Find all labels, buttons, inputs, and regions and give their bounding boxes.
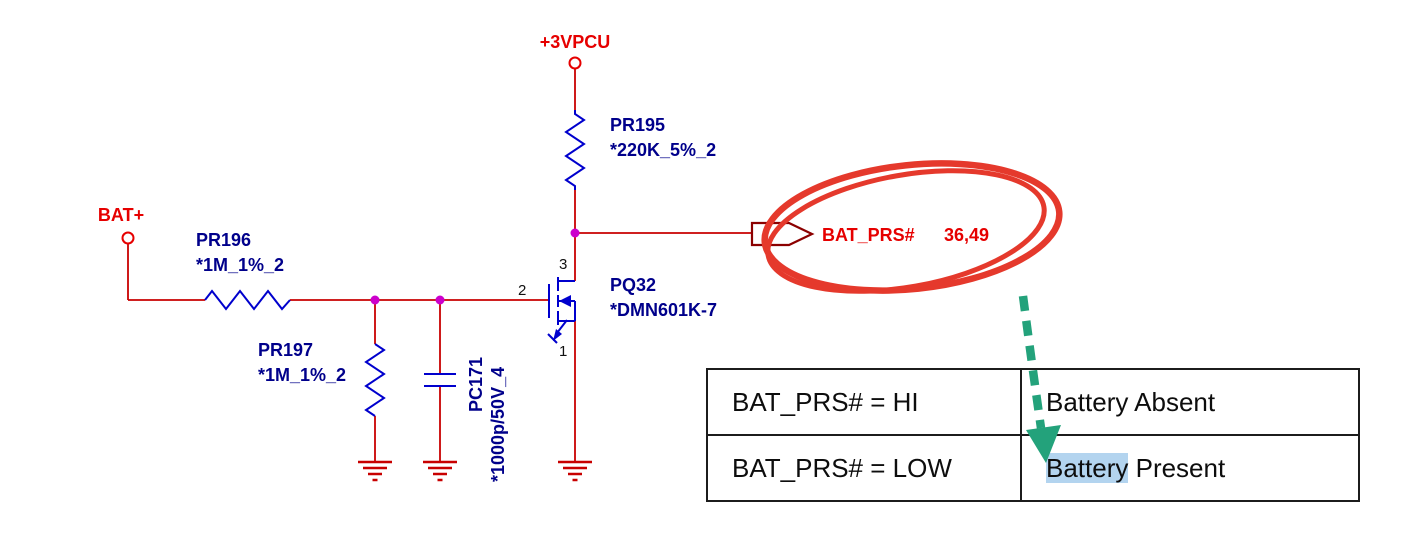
ground-symbol — [358, 460, 392, 482]
ground-symbol — [423, 460, 457, 482]
net-label-3vpcu: +3VPCU — [540, 32, 611, 52]
net-pages-bat-prs: 36,49 — [944, 225, 989, 245]
table-row: BAT_PRS# = HI Battery Absent — [706, 368, 1360, 436]
junction-dot — [570, 228, 580, 238]
resistor-pr195 — [564, 110, 586, 190]
substrate-arrow — [559, 295, 571, 307]
table-cell-meaning-absent: Battery Absent — [1020, 368, 1360, 436]
pc171-ref-label: PC171 — [466, 357, 486, 412]
wires — [127, 69, 752, 462]
junction-dot — [370, 295, 380, 305]
junction-dot — [435, 295, 445, 305]
net-connector — [750, 221, 815, 247]
truth-table: BAT_PRS# = HI Battery Absent BAT_PRS# = … — [706, 368, 1360, 502]
pr195-ref-label: PR195 — [610, 115, 665, 135]
resistor-pr196 — [204, 289, 291, 311]
pr197-value-label: *1M_1%_2 — [258, 365, 346, 385]
red-circle-annotation — [761, 160, 1063, 294]
mosfet-pq32 — [547, 277, 576, 344]
bat-plus-terminal — [121, 231, 135, 245]
pr195-value-label: *220K_5%_2 — [610, 140, 716, 160]
pq32-value-label: *DMN601K-7 — [610, 300, 717, 320]
table-cell-meaning-present: Battery Present — [1020, 434, 1360, 502]
meaning-rest-text: Present — [1128, 452, 1226, 483]
ground-symbol — [558, 460, 592, 482]
net-label-bat-prs: BAT_PRS# — [822, 225, 915, 245]
pr196-ref-label: PR196 — [196, 230, 251, 250]
table-cell-signal-hi: BAT_PRS# = HI — [706, 368, 1022, 436]
pr196-value-label: *1M_1%_2 — [196, 255, 284, 275]
resistor-pr197 — [364, 343, 386, 417]
pq32-ref-label: PQ32 — [610, 275, 656, 295]
pc171-value-label: *1000p/50V_4 — [488, 367, 508, 482]
zener-diode-mark — [547, 319, 568, 344]
pq32-drain-pin-number: 3 — [559, 256, 567, 273]
table-cell-signal-low: BAT_PRS# = LOW — [706, 434, 1022, 502]
capacitor-pc171 — [424, 373, 456, 387]
table-row: BAT_PRS# = LOW Battery Present — [706, 434, 1360, 502]
pr197-ref-label: PR197 — [258, 340, 313, 360]
selected-text-highlight: Battery — [1046, 452, 1129, 483]
pq32-gate-pin-number: 2 — [518, 282, 526, 299]
pq32-source-pin-number: 1 — [559, 343, 567, 360]
net-label-bat-plus: BAT+ — [98, 205, 144, 225]
power-terminal-3vpcu — [568, 56, 582, 70]
